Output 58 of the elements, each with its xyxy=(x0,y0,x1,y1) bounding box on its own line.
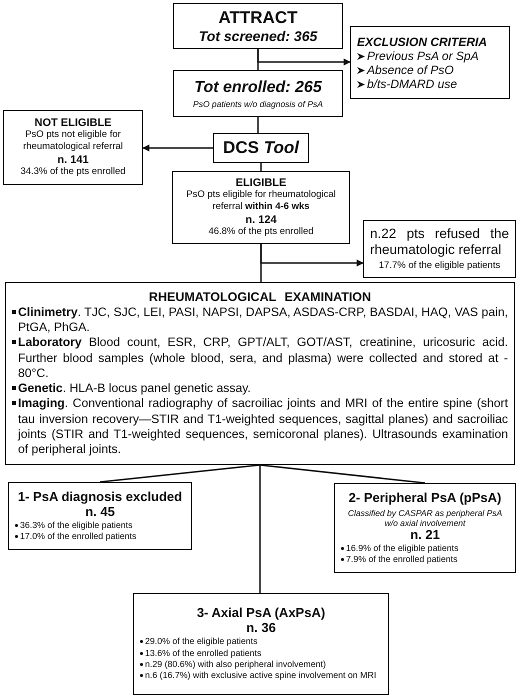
box-heading: ATTRACT xyxy=(218,8,298,28)
flow-box xyxy=(3,110,143,185)
arrow xyxy=(257,49,351,66)
box-heading: DCS Tool xyxy=(223,138,299,158)
box-text: Absence of PsO xyxy=(367,62,454,76)
box-text: n. 45 xyxy=(85,504,115,520)
box-heading: 1- PsA diagnosis excluded xyxy=(18,490,182,505)
flow-box xyxy=(350,26,510,99)
flow-box xyxy=(363,220,516,278)
box-heading: EXCLUSION CRITERIA xyxy=(357,34,488,48)
box-text: 17.0% of the enrolled patients xyxy=(20,530,136,542)
box-heading: n.22 pts refused the rheumatologic referral xyxy=(370,226,509,258)
box-heading: Tot enrolled: 265 xyxy=(194,78,322,96)
flow-box xyxy=(8,482,192,550)
box-text: Clinimetry. TJC, SJC, LEI, PASI, NAPSI, DAPSA, ASDAS-CRP, BASDAI, HAQ, VAS pain, PtGA, PhGA. xyxy=(18,304,508,336)
flow-box xyxy=(334,483,516,573)
box-heading: RHEUMATOLOGICAL EXAMINATION xyxy=(148,290,372,304)
box-text: Previous PsA or SpA xyxy=(367,48,479,62)
box-text: n. 36 xyxy=(246,621,276,636)
box-text: Laboratory Blood count, ESR, CRP, GPT/ALT, GOT/AST, creatinine, uricosuric acid. Further blood samples (whole blood, sera, and plasma) were collected and stored at - 80°C. xyxy=(18,335,508,381)
box-heading: NOT ELIGIBLE xyxy=(34,116,112,129)
box-text: 13.6% of the enrolled patients xyxy=(145,648,262,659)
flow-box xyxy=(133,593,389,695)
arrow xyxy=(142,144,213,152)
box-text: PsO pts not eligible for rheumatological referral xyxy=(22,128,124,154)
box-text: Imaging. Conventional radiography of sacroiliac joints and MRI of the entire spine (short tau inversion recovery—STIR and T1-weighted sequences, sagittal planes) and sacroiliac joints (STIR and T1-weighted sequences, semicoronal planes). Ultrasounds examination of peripheral joints. xyxy=(18,396,508,458)
box-text: 34.3% of the pts enrolled xyxy=(20,166,126,178)
arrow xyxy=(260,244,364,266)
box-text: n. 21 xyxy=(410,528,440,543)
box-text: 16.9% of the eligible patients xyxy=(346,542,458,554)
box-text: Classified by CASPAR as peripheral PsA w/o axial involvement xyxy=(346,508,504,528)
box-text: n.29 (80.6%) with also peripheral involvement) xyxy=(145,658,326,670)
flow-box xyxy=(173,3,343,49)
connector-line xyxy=(260,163,262,171)
flow-box xyxy=(172,171,350,244)
connector-line xyxy=(259,465,261,593)
box-text: n.6 (16.7%) with exclusive active spine involvement on MRI xyxy=(145,670,376,682)
box-text: b/ts-DMARD use xyxy=(367,76,458,90)
flow-box xyxy=(5,282,515,465)
box-text: 46.8% of the pts enrolled xyxy=(208,226,314,238)
box-text: Genetic. HLA-B locus panel genetic assay. xyxy=(18,381,252,396)
box-text: Tot screened: 365 xyxy=(198,28,318,44)
box-text: PsO patients w/o diagnosis of PsA xyxy=(193,98,323,108)
box-text: 36.3% of the eligible patients xyxy=(20,520,132,531)
box-heading: 3- Axial PsA (AxPsA) xyxy=(196,606,326,622)
box-heading: ELIGIBLE xyxy=(236,176,286,189)
flow-box xyxy=(213,133,309,163)
box-text: 17.7% of the eligible patients xyxy=(378,260,502,272)
box-text: n. 124 xyxy=(245,214,277,226)
connector-line xyxy=(257,117,259,133)
box-text: 29.0% of the eligible patients xyxy=(145,636,258,648)
connector-line xyxy=(100,464,260,483)
connector-line xyxy=(260,464,426,484)
flow-box xyxy=(173,70,343,117)
box-text: 7.9% of the enrolled patients xyxy=(346,554,458,566)
box-heading: 2- Peripheral PsA (pPsA) xyxy=(348,490,502,506)
box-text: n. 141 xyxy=(57,154,89,166)
box-text: PsO pts eligible for rheumatological referral within 4-6 wks xyxy=(185,188,337,214)
